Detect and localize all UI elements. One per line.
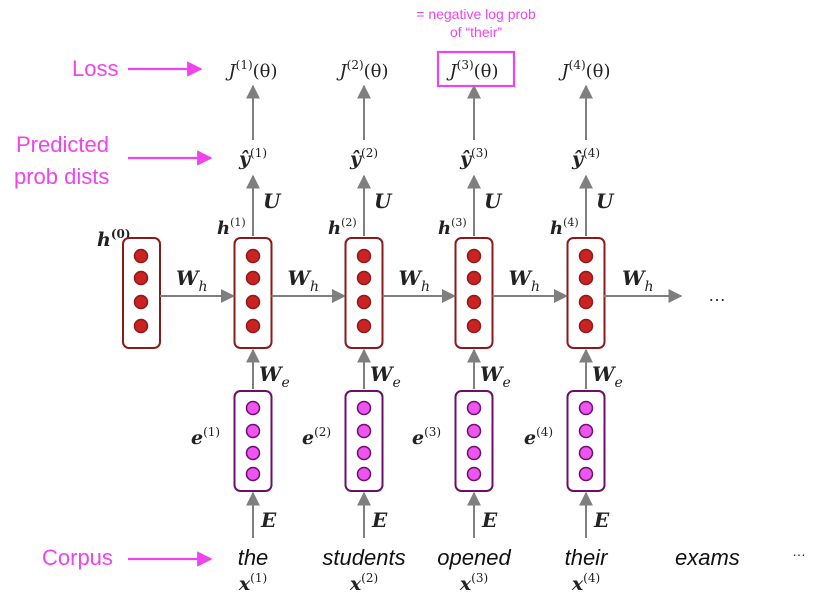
embedding-2-box (344, 390, 384, 492)
hidden-4-unit-1 (578, 248, 594, 264)
hidden-1-unit-3 (245, 294, 261, 310)
u-weight-label-2: U (374, 189, 393, 213)
annotation-line1: = negative log prob (416, 6, 536, 22)
e-matrix-label-3: E (481, 508, 498, 532)
u-weight-label-4: U (596, 189, 615, 213)
hidden-label-4: h(4) (550, 216, 579, 239)
hidden-1-unit-4 (245, 318, 261, 334)
embedding-label-4: e(4) (524, 425, 553, 449)
continuation-ellipsis: … (708, 285, 726, 305)
word-4: their (565, 545, 609, 570)
embedding-2-unit-3 (356, 445, 372, 461)
we-label-1: We (259, 362, 290, 391)
embedding-4-unit-3 (578, 445, 594, 461)
hidden-3-unit-4 (466, 318, 482, 334)
wh-label-3: Wh (399, 266, 431, 295)
input-label-4: x(4) (571, 571, 600, 595)
hidden-2-unit-1 (356, 248, 372, 264)
loss-term-2: J(2)(θ) (335, 58, 388, 82)
annotation-line2: of “their” (450, 24, 502, 40)
e-matrix-label-4: E (593, 508, 610, 532)
hidden-3-unit-1 (466, 248, 482, 264)
u-weight-label-1: U (263, 189, 282, 213)
hidden-4-unit-2 (578, 270, 594, 286)
hidden-4-unit-4 (578, 318, 594, 334)
hidden-label-3: h(3) (438, 216, 467, 239)
prediction-2: ŷ(2) (349, 146, 378, 170)
hidden-0-unit-2 (133, 270, 149, 286)
hidden-3-unit-2 (466, 270, 482, 286)
embedding-1-unit-3 (245, 445, 261, 461)
embedding-label-3: e(3) (412, 425, 441, 449)
loss-term-3: J(3)(θ) (445, 58, 498, 82)
hidden-2-unit-4 (356, 318, 372, 334)
predicted-label-line2: prob dists (14, 164, 109, 189)
input-label-1: x(1) (238, 571, 267, 595)
embedding-1-unit-2 (245, 423, 261, 439)
hidden-0-unit-3 (133, 294, 149, 310)
word-2: students (322, 545, 405, 570)
wh-label-4: Wh (509, 266, 541, 295)
embedding-2-unit-4 (356, 466, 372, 482)
hidden-2-unit-2 (356, 270, 372, 286)
embedding-4-box (566, 390, 606, 492)
hidden-state-0-box (122, 237, 161, 349)
prediction-3: ŷ(3) (459, 146, 488, 170)
wh-label-2: Wh (288, 266, 320, 295)
hidden-label-2: h(2) (328, 216, 357, 239)
embedding-3-unit-2 (466, 423, 482, 439)
embedding-3-unit-1 (466, 400, 482, 416)
embedding-4-unit-1 (578, 400, 594, 416)
embedding-4-unit-2 (578, 423, 594, 439)
embedding-3-unit-4 (466, 466, 482, 482)
corpus-ellipsis: … (792, 543, 806, 559)
hidden-4-unit-3 (578, 294, 594, 310)
input-label-3: x(3) (459, 571, 488, 595)
embedding-label-1: e(1) (191, 425, 220, 449)
embedding-1-unit-4 (245, 466, 261, 482)
embedding-2-unit-1 (356, 400, 372, 416)
word-exams: exams (675, 545, 740, 570)
hidden-state-0-dots (133, 248, 149, 334)
wh-label-1: Wh (176, 266, 208, 295)
prediction-1: ŷ(1) (238, 146, 267, 170)
word-3: opened (437, 545, 511, 570)
word-1: the (238, 545, 269, 570)
embedding-3-unit-3 (466, 445, 482, 461)
embedding-3-box (454, 390, 494, 492)
we-label-2: We (370, 362, 401, 391)
hidden-1-unit-2 (245, 270, 261, 286)
h0-label: h(0) (97, 227, 131, 251)
prediction-4: ŷ(4) (571, 146, 600, 170)
loss-term-4: J(4)(θ) (557, 58, 610, 82)
u-weight-label-3: U (484, 189, 503, 213)
corpus-label: Corpus (42, 545, 113, 570)
hidden-1-unit-1 (245, 248, 261, 264)
hidden-3-unit-3 (466, 294, 482, 310)
hidden-label-1: h(1) (217, 216, 246, 239)
we-label-3: We (480, 362, 511, 391)
hidden-0-unit-4 (133, 318, 149, 334)
e-matrix-label-2: E (371, 508, 388, 532)
embedding-4-unit-4 (578, 466, 594, 482)
embedding-1-box (233, 390, 273, 492)
wh-label-out: Wh (622, 266, 654, 295)
loss-label: Loss (72, 56, 118, 81)
hidden-0-unit-1 (133, 248, 149, 264)
e-matrix-label-1: E (260, 508, 277, 532)
predicted-label-line1: Predicted (16, 132, 109, 157)
we-label-4: We (592, 362, 623, 391)
embedding-1-unit-1 (245, 400, 261, 416)
input-label-2: x(2) (349, 571, 378, 595)
embedding-label-2: e(2) (302, 425, 331, 449)
hidden-2-unit-3 (356, 294, 372, 310)
loss-term-1: J(1)(θ) (224, 58, 277, 82)
embedding-2-unit-2 (356, 423, 372, 439)
